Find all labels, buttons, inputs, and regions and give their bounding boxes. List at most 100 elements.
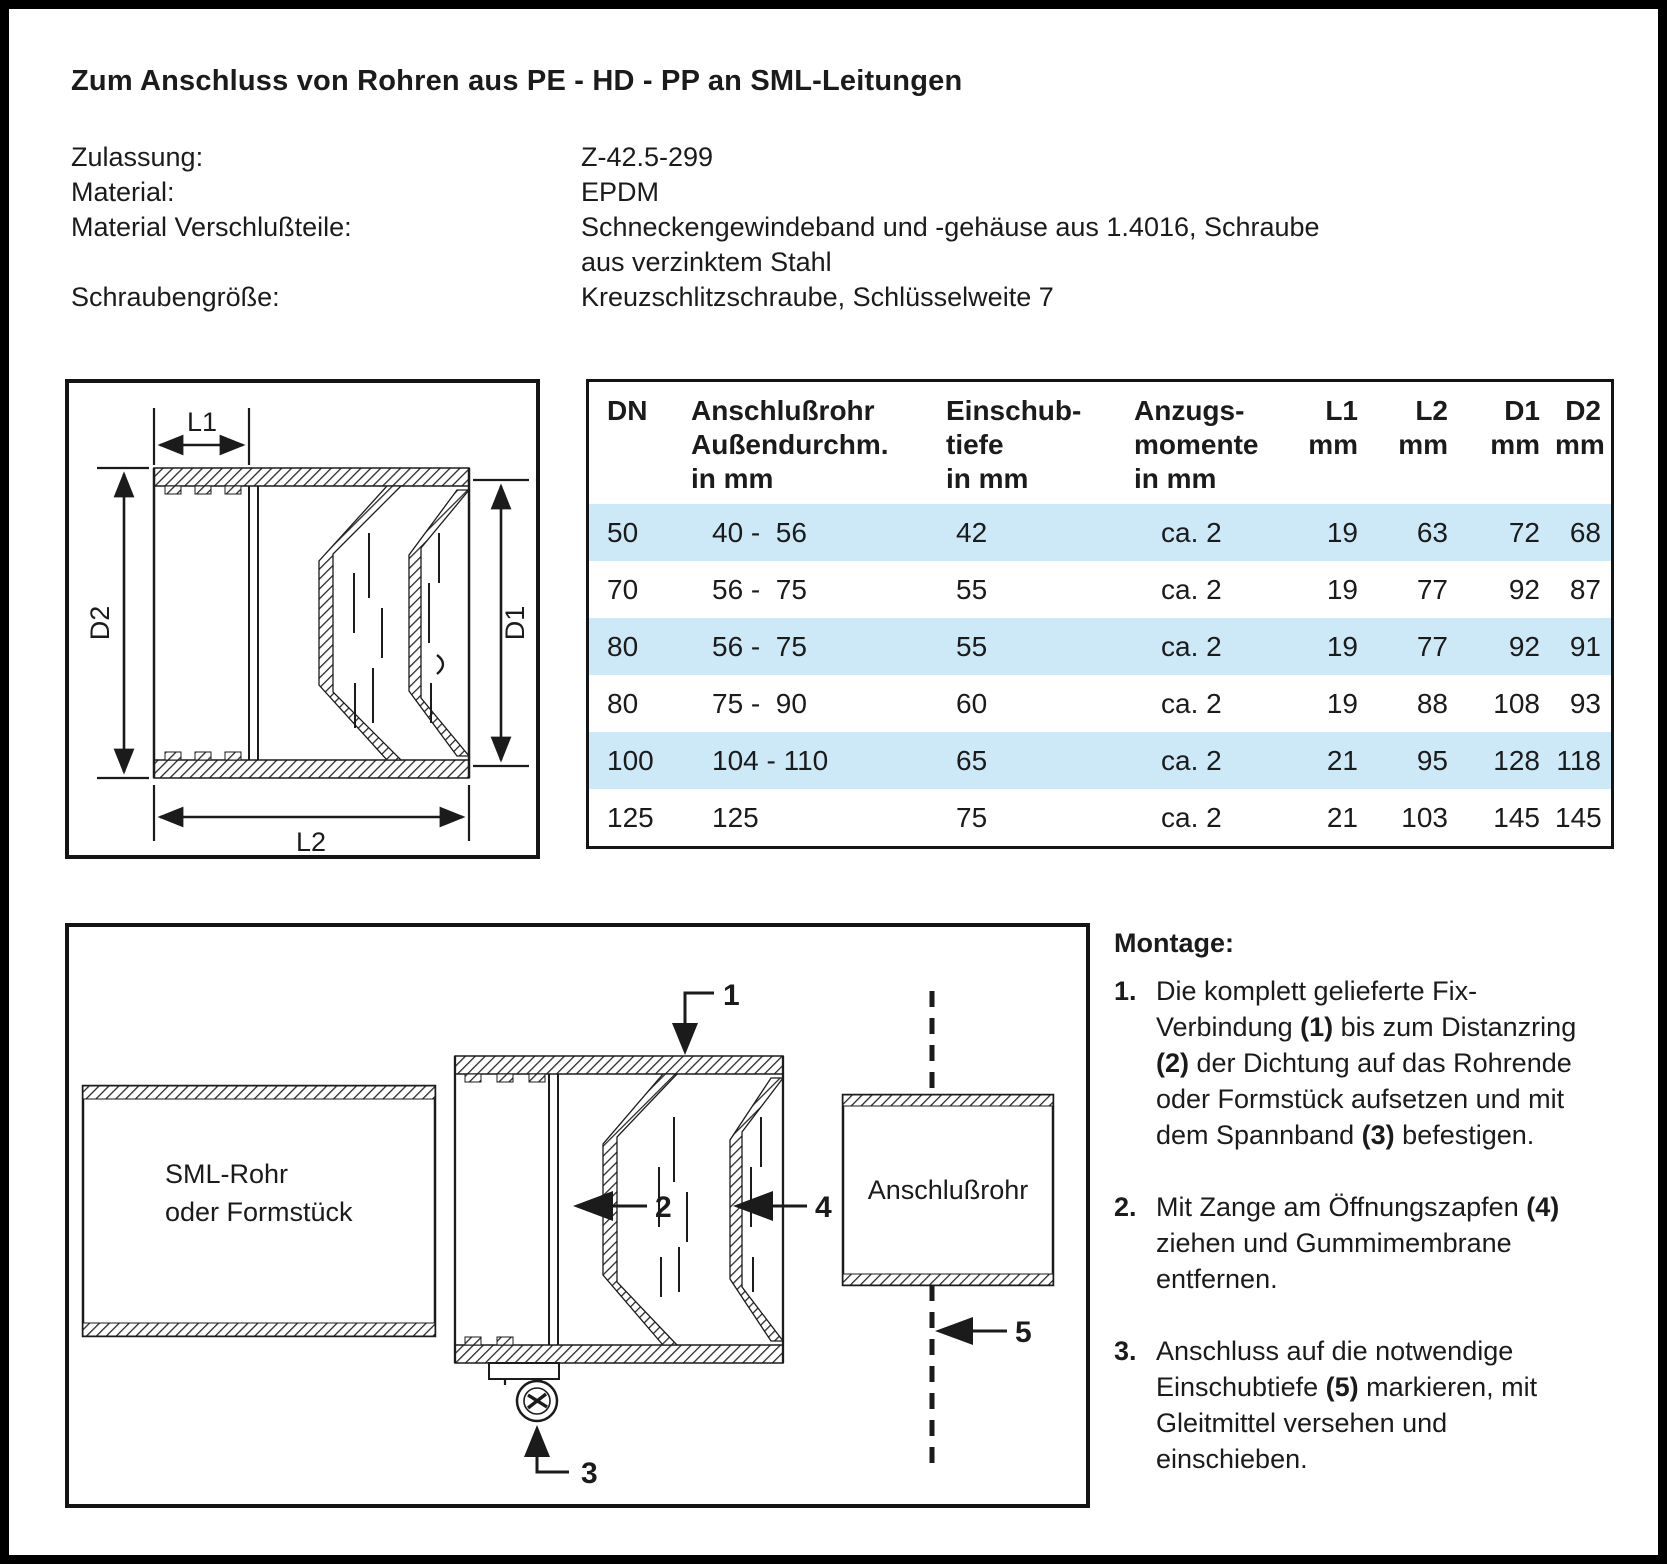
step-text: Mit Zange am Öffnungszapfen (4) ziehen u… <box>1156 1192 1560 1294</box>
cell: 80 <box>607 630 639 662</box>
callout-5: 5 <box>935 1316 1032 1349</box>
cell: 56 - 75 <box>712 630 807 662</box>
spec-label: Material: <box>71 177 175 207</box>
col-header-l1: L1 mm <box>1308 395 1358 460</box>
cell: ca. 2 <box>1161 687 1222 719</box>
bottom-section: SML-Rohr oder Formstück <box>65 923 1600 1513</box>
cell: 125 <box>712 801 759 833</box>
cell: 125 <box>607 801 654 833</box>
cell: 92 <box>1508 573 1540 605</box>
anschlussrohr-pipe: Anschlußrohr <box>841 1093 1055 1287</box>
dimensions-table-frame: DN Anschlußrohr Außendurchm. in mm Einsc… <box>586 379 1614 849</box>
callout-3: 3 <box>524 1425 598 1490</box>
step-text: Anschluss auf die notwendige Einschubtie… <box>1156 1336 1538 1474</box>
cell: 72 <box>1508 516 1540 548</box>
seal-cone-2 <box>729 1077 785 1342</box>
spec-row-material: Material: EPDM <box>71 175 1600 210</box>
dim-label-l2: L2 <box>296 827 326 855</box>
callout-2: 2 <box>573 1191 672 1224</box>
cell: 55 <box>956 630 988 662</box>
cell: 95 <box>1416 744 1448 776</box>
dim-label-d1: D1 <box>500 606 530 641</box>
cell: ca. 2 <box>1161 573 1222 605</box>
seal-cone-1 <box>602 1073 679 1346</box>
cell: 75 <box>956 801 988 833</box>
col-header-dn: DN <box>607 395 648 426</box>
spec-list: Zulassung: Z-42.5-299 Material: EPDM Mat… <box>71 140 1600 315</box>
seal-cone-2 <box>408 489 471 757</box>
spec-label: Material Verschlußteile: <box>71 212 352 242</box>
cell: 65 <box>956 744 988 776</box>
montage-step-1: 1. Die komplett gelieferte Fix-Verbindun… <box>1114 973 1600 1153</box>
cell: 50 <box>607 516 639 548</box>
spec-value: Z-42.5-299 <box>581 142 714 172</box>
cell: 128 <box>1493 744 1540 776</box>
cell: 91 <box>1569 630 1601 662</box>
cell: 87 <box>1569 573 1601 605</box>
spec-row-zulassung: Zulassung: Z-42.5-299 <box>71 140 1600 175</box>
sml-pipe-label-line1: SML-Rohr <box>165 1159 288 1189</box>
cell: 19 <box>1326 573 1358 605</box>
clamp-band-corrugations <box>464 1073 546 1346</box>
dimensions-table: DN Anschlußrohr Außendurchm. in mm Einsc… <box>589 382 1611 846</box>
callout-5-label: 5 <box>1015 1316 1032 1349</box>
montage-heading: Montage: <box>1114 928 1234 958</box>
assembly-drawing: SML-Rohr oder Formstück <box>81 979 1055 1490</box>
cell: 70 <box>607 573 639 605</box>
cell: 19 <box>1326 687 1358 719</box>
cell: 40 - 56 <box>712 516 807 548</box>
step-number: 2. <box>1114 1192 1137 1222</box>
dimension-drawing: L1 D2 D1 L2 <box>85 407 530 855</box>
cell: 60 <box>956 687 988 719</box>
cell: 93 <box>1569 687 1601 719</box>
cell: 63 <box>1416 516 1448 548</box>
middle-section: L1 D2 D1 L2 <box>65 379 1614 859</box>
cell: 118 <box>1556 744 1601 776</box>
spec-value: Schneckengewindeband und -gehäuse aus 1.… <box>581 212 1320 277</box>
dim-label-d2: D2 <box>85 606 115 641</box>
step-text: Die komplett gelieferte Fix-Verbindung (… <box>1156 976 1577 1150</box>
cell: 42 <box>956 516 988 548</box>
cell: 104 - 110 <box>712 744 829 776</box>
callout-3-label: 3 <box>581 1457 598 1490</box>
cell: 88 <box>1416 687 1448 719</box>
montage-step-3: 3. Anschluss auf die notwendige Einschub… <box>1114 1333 1600 1477</box>
spec-value: EPDM <box>581 177 660 207</box>
cell: 145 <box>1555 801 1602 833</box>
callout-4-label: 4 <box>815 1191 832 1224</box>
screw-slot <box>526 1392 548 1410</box>
col-header-anzugsmomente: Anzugs- momente in mm <box>1134 395 1259 494</box>
montage-instructions: Montage: 1. Die komplett gelieferte Fix-… <box>1114 923 1600 1513</box>
cell: 103 <box>1401 801 1448 833</box>
anschlussrohr-label: Anschlußrohr <box>868 1175 1029 1205</box>
cell: 108 <box>1493 687 1540 719</box>
cell: 68 <box>1569 516 1601 548</box>
col-header-l2: L2 mm <box>1398 395 1448 460</box>
cell: ca. 2 <box>1161 801 1222 833</box>
dimension-diagram: L1 D2 D1 L2 <box>65 379 540 859</box>
callouts: 1 2 4 3 <box>524 979 1032 1490</box>
sml-pipe-label-line2: oder Formstück <box>165 1197 353 1227</box>
cell: ca. 2 <box>1161 744 1222 776</box>
callout-1: 1 <box>672 979 740 1055</box>
table-header-row: DN Anschlußrohr Außendurchm. in mm Einsc… <box>589 382 1611 504</box>
cell: 56 - 75 <box>712 573 807 605</box>
cell: ca. 2 <box>1161 630 1222 662</box>
step-number: 3. <box>1114 1336 1137 1366</box>
cell: 145 <box>1493 801 1540 833</box>
sml-pipe: SML-Rohr oder Formstück <box>81 1084 437 1338</box>
cell: 92 <box>1508 630 1540 662</box>
col-header-d1: D1 mm <box>1490 395 1540 460</box>
cell: 55 <box>956 573 988 605</box>
cell: 77 <box>1416 630 1448 662</box>
cell: 80 <box>607 687 639 719</box>
clamp-screw <box>488 1362 560 1423</box>
spec-row-schraubengroesse: Schraubengröße: Kreuzschlitzschraube, Sc… <box>71 280 1600 315</box>
callout-1-label: 1 <box>723 979 740 1012</box>
